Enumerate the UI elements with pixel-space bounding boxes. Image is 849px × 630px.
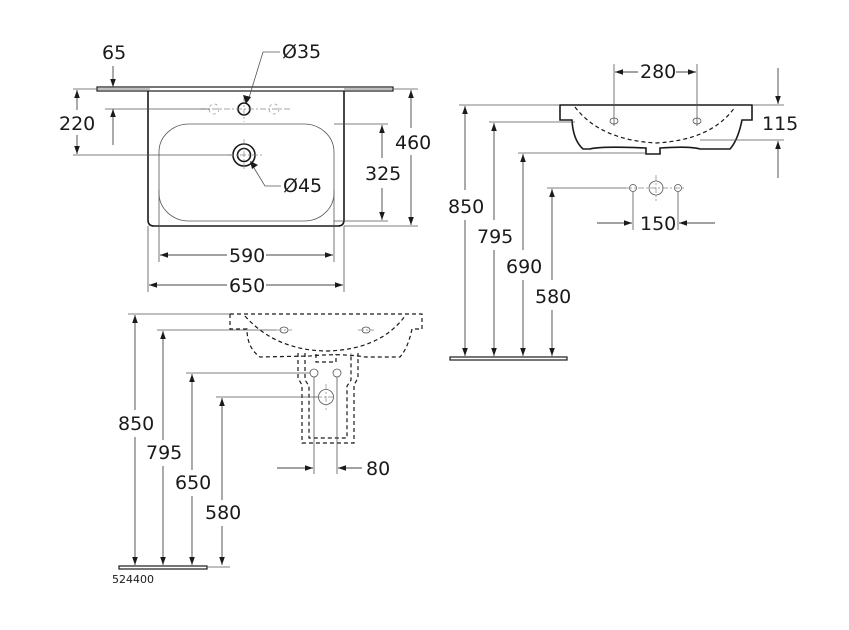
- drain-diameter-label: Ø45: [283, 175, 322, 197]
- plan-view: Ø35 Ø45 65 220 325 460 590: [59, 41, 431, 297]
- front-height-850: 850: [448, 196, 484, 218]
- pedestal-height-795: 795: [146, 442, 182, 464]
- front-height-795: 795: [477, 226, 513, 248]
- pedestal-outer: [297, 353, 359, 444]
- bowl-width-label: 590: [229, 245, 265, 267]
- tap-height-label: 220: [59, 113, 95, 135]
- floor-strip: [118, 565, 208, 570]
- wall-offset-label: 65: [102, 42, 126, 64]
- overall-depth-label: 460: [395, 132, 431, 154]
- tap-hole-diameter-label: Ø35: [282, 41, 321, 63]
- optional-tap-hole-left: [208, 103, 220, 115]
- product-code: 524400: [112, 573, 154, 586]
- bowl-depth-label: 325: [365, 163, 401, 185]
- waste-spacing-label: 150: [640, 213, 676, 235]
- basin-front-outline: [559, 104, 753, 155]
- front-height-580: 580: [535, 286, 571, 308]
- front-height-690: 690: [506, 256, 542, 278]
- pedestal-height-850: 850: [118, 413, 154, 435]
- front-view: 280 115 150 850 795: [448, 61, 798, 361]
- pedestal-height-580: 580: [205, 502, 241, 524]
- overall-width-label: 650: [229, 275, 265, 297]
- bowl-outline: [158, 123, 335, 222]
- basin-dashed-outline: [229, 313, 423, 358]
- supply-spacing-label: 80: [366, 458, 390, 480]
- pedestal-view: 80 850 795 650 580 524400: [112, 313, 423, 586]
- basin-outline: [147, 91, 345, 227]
- pedestal-inner: [304, 353, 352, 439]
- floor-strip: [449, 356, 568, 361]
- pedestal-height-650: 650: [175, 472, 211, 494]
- optional-tap-hole-right: [268, 103, 280, 115]
- tap-spacing-label: 280: [640, 61, 676, 83]
- basin-height-label: 115: [762, 113, 798, 135]
